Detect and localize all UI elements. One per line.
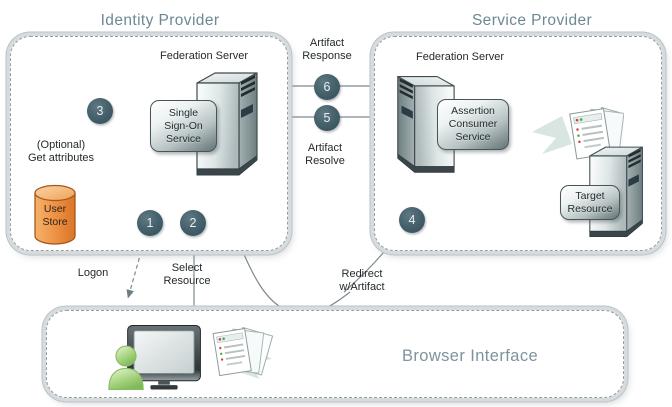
target-resource-node: Target Resource bbox=[560, 185, 620, 220]
single-sign-on-service-node: Single Sign-On Service bbox=[150, 100, 217, 152]
artifact-response-label: Artifact Response bbox=[302, 37, 352, 63]
idp-federation-server-label: Federation Server bbox=[159, 50, 249, 62]
optional-line2: Get attributes bbox=[27, 152, 95, 164]
service-provider-title: Service Provider bbox=[471, 12, 593, 29]
logon-label: Logon bbox=[77, 267, 109, 279]
identity-provider-title: Identity Provider bbox=[100, 12, 220, 29]
optional-line1: (Optional) bbox=[36, 139, 86, 151]
redirect-line2: w/Artifact bbox=[339, 281, 385, 293]
acs-line2: Consumer bbox=[448, 118, 498, 130]
sp-federation-server-label: Federation Server bbox=[415, 51, 505, 63]
artifact-resolve-line1: Artifact bbox=[307, 142, 343, 154]
acs-line3: Service bbox=[455, 131, 491, 143]
target-documents-icon bbox=[532, 106, 624, 168]
step-2-badge: 2 bbox=[180, 210, 206, 236]
redirect-line1: Redirect bbox=[341, 268, 383, 280]
optional-get-attributes-label: (Optional) Get attributes bbox=[28, 139, 94, 165]
artifact-response-line1: Artifact bbox=[309, 37, 345, 49]
step-3-badge: 3 bbox=[87, 98, 113, 124]
user-store-line1: User bbox=[43, 203, 67, 215]
target-line1: Target bbox=[575, 189, 605, 202]
assertion-consumer-service-node: Assertion Consumer Service bbox=[437, 99, 509, 150]
step-5-badge: 5 bbox=[314, 105, 340, 131]
browser-documents-icon bbox=[184, 327, 276, 379]
select-resource-line1: Select bbox=[171, 262, 203, 274]
artifact-resolve-line2: Resolve bbox=[305, 155, 345, 167]
step-1-badge: 1 bbox=[137, 210, 163, 236]
browser-user-person-icon bbox=[106, 344, 146, 391]
sso-line3: Service bbox=[165, 132, 201, 145]
user-store-label: User Store bbox=[33, 203, 77, 229]
browser-interface-title: Browser Interface bbox=[401, 347, 539, 365]
redirect-w-artifact-label: Redirect w/Artifact bbox=[339, 268, 384, 294]
select-resource-label: Select Resource bbox=[163, 262, 210, 288]
select-resource-line2: Resource bbox=[163, 275, 211, 287]
step-6-badge: 6 bbox=[314, 74, 340, 100]
artifact-resolve-label: Artifact Resolve bbox=[305, 142, 345, 168]
step-4-badge: 4 bbox=[399, 207, 425, 233]
user-store-line2: Store bbox=[42, 216, 68, 228]
acs-line1: Assertion bbox=[451, 105, 495, 117]
target-line2: Resource bbox=[567, 202, 613, 215]
artifact-response-line2: Response bbox=[302, 50, 352, 62]
sso-line2: Sign-On bbox=[164, 119, 203, 132]
sso-line1: Single bbox=[168, 106, 199, 119]
